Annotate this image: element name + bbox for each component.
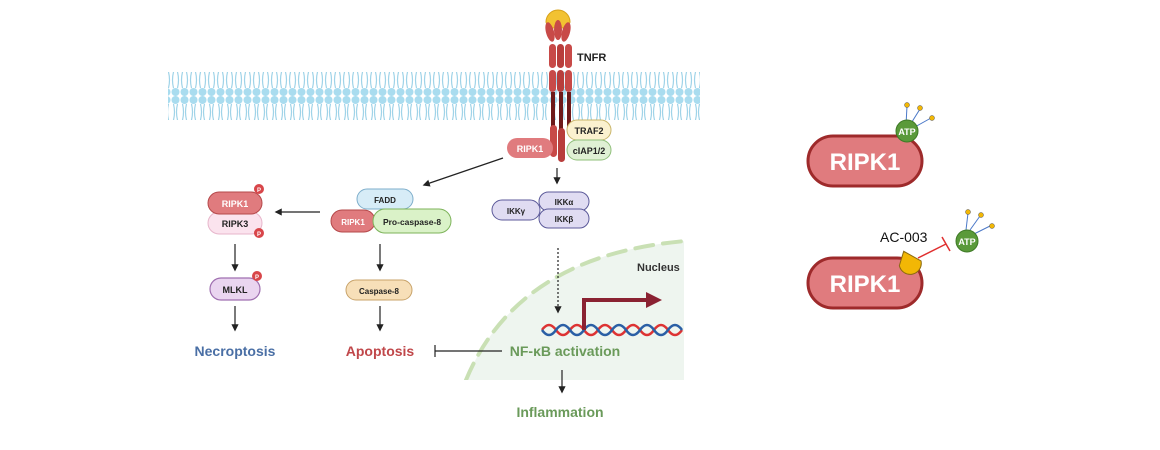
fadd: FADD <box>356 188 414 210</box>
svg-text:IKKα: IKKα <box>555 198 574 207</box>
inflammation-label: Inflammation <box>516 404 603 420</box>
caspase8: Caspase-8 <box>345 279 413 301</box>
complex2-ripk1: RIPK1 <box>330 209 376 233</box>
svg-text:RIPK1: RIPK1 <box>830 149 901 176</box>
inhibition-line <box>917 243 947 259</box>
svg-text:P: P <box>257 188 261 194</box>
tnfr-label: TNFR <box>577 52 606 64</box>
inhibition-nfkb-apoptosis <box>434 345 502 357</box>
atp-icon: ATP <box>895 102 935 143</box>
ac003-label: AC-003 <box>880 229 928 245</box>
transcription-arrow-icon <box>582 298 648 330</box>
phospho-icon: P <box>252 271 262 281</box>
svg-text:RIPK1: RIPK1 <box>830 271 901 298</box>
svg-text:P: P <box>257 232 261 238</box>
phospho-icon: P <box>254 228 264 238</box>
svg-text:IKKβ: IKKβ <box>555 215 574 224</box>
dna-icon <box>540 323 684 337</box>
svg-text:RIPK1: RIPK1 <box>341 218 365 227</box>
ripk1-atp-bound: RIPK1 ATP <box>806 102 935 188</box>
svg-text:ATP: ATP <box>958 237 975 247</box>
necrosome-ripk1: RIPK1 <box>207 191 263 215</box>
mlkl: MLKL <box>209 277 261 301</box>
arrow-to-complex2 <box>422 157 504 187</box>
svg-text:Caspase-8: Caspase-8 <box>359 287 400 296</box>
svg-text:RIPK1: RIPK1 <box>222 199 249 209</box>
svg-text:cIAP1/2: cIAP1/2 <box>573 146 606 156</box>
ikk-gamma: IKKγ <box>491 199 541 221</box>
complex1-traf2: TRAF2 <box>566 119 612 141</box>
ripk1-inhibited: RIPK1 ATP AC-003 <box>806 209 995 310</box>
cell-membrane <box>168 72 700 120</box>
ikk-alpha: IKKα <box>538 191 590 212</box>
necroptosis-label: Necroptosis <box>195 343 276 359</box>
svg-text:IKKγ: IKKγ <box>507 207 526 216</box>
nucleus-label: Nucleus <box>637 262 680 274</box>
svg-text:Pro-caspase-8: Pro-caspase-8 <box>383 217 441 227</box>
svg-text:FADD: FADD <box>374 196 396 205</box>
procaspase8: Pro-caspase-8 <box>372 208 452 234</box>
apoptosis-label: Apoptosis <box>346 343 415 359</box>
nfkb-activation-label: NF-κB activation <box>510 343 620 359</box>
svg-text:ATP: ATP <box>898 127 915 137</box>
phospho-icon: P <box>254 184 264 194</box>
complex1-ciap: cIAP1/2 <box>566 139 612 161</box>
svg-text:MLKL: MLKL <box>223 285 248 295</box>
necrosome-ripk3: RIPK3 <box>207 211 263 235</box>
svg-text:RIPK1: RIPK1 <box>517 144 544 154</box>
svg-text:RIPK3: RIPK3 <box>222 219 249 229</box>
svg-text:P: P <box>255 275 259 281</box>
nucleus <box>464 239 684 380</box>
svg-text:TRAF2: TRAF2 <box>575 126 604 136</box>
atp-icon: ATP <box>955 209 995 253</box>
ac003-inhibitor-icon <box>898 250 922 275</box>
ikk-beta: IKKβ <box>538 208 590 229</box>
complex1-ripk1: RIPK1 <box>507 138 553 158</box>
